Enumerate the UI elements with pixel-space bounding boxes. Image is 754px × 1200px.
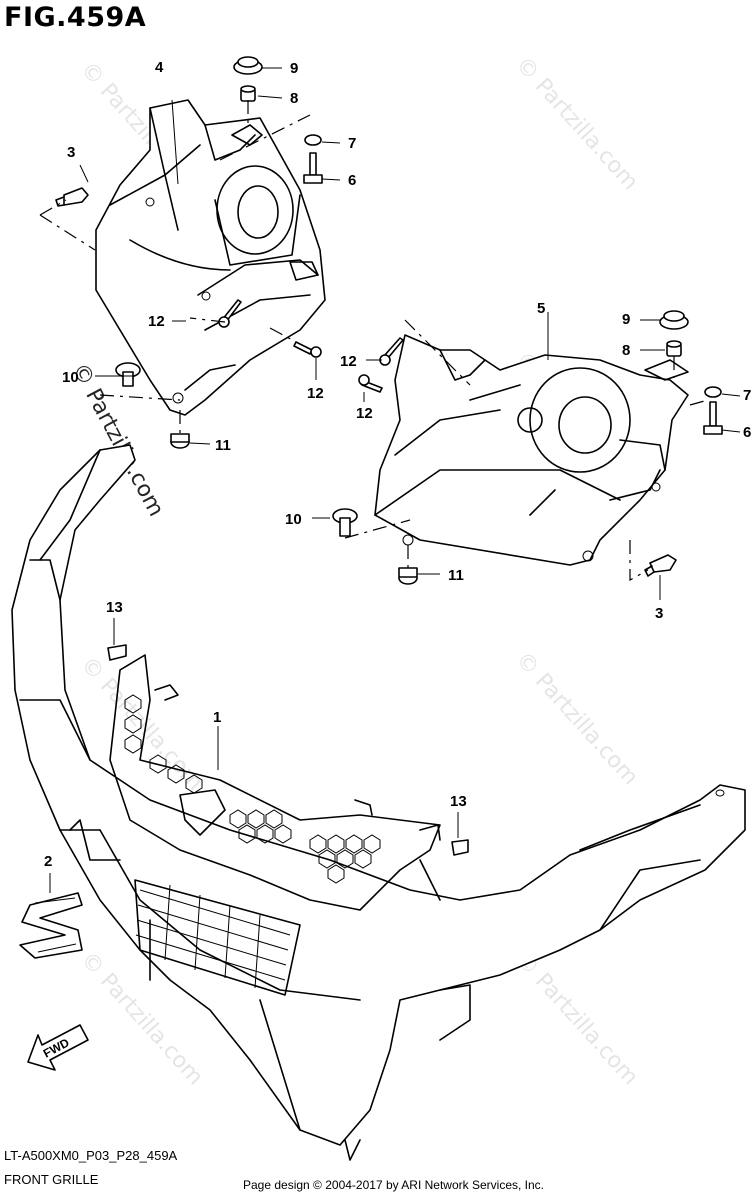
callout-10: 10 xyxy=(62,369,79,386)
callout-3: 3 xyxy=(67,144,75,161)
copyright-credit: Page design © 2004-2017 by ARI Network S… xyxy=(243,1178,545,1192)
callouts: 1 2 3 3 4 5 6 6 7 7 8 8 9 9 10 10 11 11 … xyxy=(44,59,751,870)
callout-3: 3 xyxy=(655,605,663,622)
callout-1: 1 xyxy=(213,709,221,726)
callout-6: 6 xyxy=(743,424,751,441)
callout-11: 11 xyxy=(215,437,231,454)
callout-5: 5 xyxy=(537,300,545,317)
figure-title: FIG.459A xyxy=(4,2,147,33)
callout-8: 8 xyxy=(622,342,630,359)
watermark-text: © Partzilla.com xyxy=(511,947,643,1090)
watermark-text: © Partzilla.com xyxy=(511,647,643,790)
callout-12: 12 xyxy=(356,405,373,422)
diagram-code: LT-A500XM0_P03_P28_459A xyxy=(4,1148,178,1163)
callout-12: 12 xyxy=(340,353,357,370)
callout-10: 10 xyxy=(285,511,302,528)
callout-6: 6 xyxy=(348,172,356,189)
callout-12: 12 xyxy=(307,385,324,402)
callout-4: 4 xyxy=(155,59,164,76)
callout-11: 11 xyxy=(448,567,464,584)
callout-7: 7 xyxy=(743,387,751,404)
hex-mesh xyxy=(124,694,381,884)
front-grille-part-1 xyxy=(11,444,746,1161)
callout-12: 12 xyxy=(148,313,165,330)
bracket-left-part-4 xyxy=(95,99,326,416)
callout-9: 9 xyxy=(290,60,298,77)
callout-7: 7 xyxy=(348,135,356,152)
fasteners xyxy=(55,56,723,856)
emblem-part-2 xyxy=(19,892,83,959)
callout-9: 9 xyxy=(622,311,630,328)
leader-lines xyxy=(39,67,741,893)
callout-13: 13 xyxy=(450,793,467,810)
callout-8: 8 xyxy=(290,90,298,107)
callout-2: 2 xyxy=(44,853,52,870)
watermark-text: © Partzilla.com xyxy=(511,52,643,195)
bracket-right-part-5 xyxy=(374,334,689,566)
callout-13: 13 xyxy=(106,599,123,616)
fwd-arrow: FWD xyxy=(27,1024,89,1071)
diagram-name: FRONT GRILLE xyxy=(4,1172,99,1187)
